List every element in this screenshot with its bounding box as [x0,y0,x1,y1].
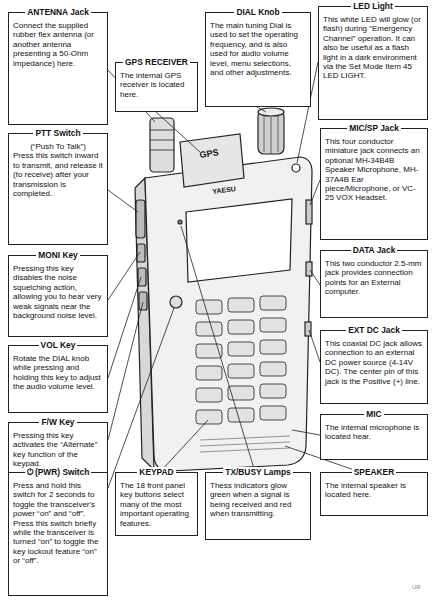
callout-heading: PTT Switch [33,128,82,138]
callout-heading: VOL Key [39,340,78,350]
callout-text: This white LED will glow (or flash) duri… [323,15,423,81]
heading-row: ANTENNA Jack [9,7,107,17]
heading-row: PTT Switch [9,128,107,138]
knob-groove [264,116,265,152]
callout-text: The 18 front panel key buttons select ma… [120,481,193,528]
callout-text: Press and hold this switch for 2 seconds… [13,481,103,566]
callout-box: PTT Switch(“Push To Talk”)Press this swi… [8,133,108,245]
callout-heading: DIAL Knob [234,7,281,17]
callout-text: This coaxial DC jack allows connection t… [325,339,423,386]
radio-body [135,108,312,471]
jack-rib [150,130,174,131]
keypad [196,296,286,424]
callout-box: DATA JackThis two conductor 2.5-mm jack … [320,250,428,318]
callout-heading: ⏻ (PWR) Switch [25,467,92,477]
callout-box: ANTENNA JackConnect the supplied rubber … [8,12,108,125]
callout-box: VOL KeyRotate the DIAL knob while pressi… [8,345,108,413]
moni-key [137,244,145,262]
callout-heading: MIC/SP Jack [347,123,401,133]
heading-row: MIC [321,409,427,419]
heading-row: MONI Key [9,250,107,260]
heading-row: LED Light [319,1,427,11]
callout-text: Rotate the DIAL knob while pressing and … [13,354,103,392]
callout-text: Pressing this key disables the noise squ… [13,264,103,320]
power-switch [170,296,182,308]
callout-heading: MIC [364,409,383,419]
heading-row: DIAL Knob [206,7,310,17]
heading-row: F/W Key [9,417,107,427]
heading-row: DATA Jack [321,245,427,255]
callout-text: Thess indicators glow green when a signa… [210,481,306,519]
jack-rib [150,150,174,151]
display [186,199,292,282]
tx-busy-lamp [178,220,182,224]
heading-row: EXT DC Jack [321,325,427,335]
radio-front [145,157,312,471]
callout-box: LED LightThis white LED will glow (or fl… [318,6,428,120]
watermark: UR [412,584,421,590]
callout-heading: KEYPAD [137,467,175,477]
callout-text: (“Push To Talk”) [13,142,103,151]
knob-groove [271,117,272,154]
heading-row: ⏻ (PWR) Switch [9,467,107,477]
ptt-switch [136,200,145,238]
callout-box: GPS RECEIVERThe internal GPS receiver is… [115,62,198,112]
knob-groove [278,116,279,152]
callout-text: The internal GPS receiver is located her… [120,71,193,99]
heading-row: KEYPAD [116,467,197,477]
heading-row: SPEAKER [321,467,427,477]
callout-box: MICThe internal microphone is located he… [320,414,428,460]
jack-rib [150,140,174,141]
callout-text: The main tuning Dial is used to set the … [210,21,306,77]
callout-heading: LED Light [351,1,395,11]
callout-heading: F/W Key [39,417,76,427]
mic-sp-jack [306,200,312,224]
callout-text: Pressing this key activates the “Alterna… [13,431,103,469]
heading-row: MIC/SP Jack [321,123,427,133]
heading-row: GPS RECEIVER [116,57,197,67]
callout-box: EXT DC JackThis coaxial DC jack allows c… [320,330,428,404]
callout-text: This four conductor miniature jack conne… [325,137,423,203]
knob-top [258,108,284,116]
heading-row: VOL Key [9,340,107,350]
gps-housing [180,134,244,187]
callout-heading: MONI Key [36,250,80,260]
callout-text: The internal microphone is located hear. [325,423,423,442]
callout-box: KEYPADThe 18 front panel key buttons sel… [115,472,198,536]
led [292,164,300,172]
callout-heading: GPS RECEIVER [123,57,190,67]
callout-heading: SPEAKER [352,467,397,477]
callout-text: Press this switch inward to transmit, an… [13,151,103,198]
callout-heading: TX/BUSY Lamps [223,467,292,477]
antenna-jack [150,118,174,172]
callout-box: SPEAKERThe internal speaker is located h… [320,472,428,516]
callout-box: MIC/SP JackThis four conductor miniature… [320,128,428,240]
callout-text: Connect the supplied rubber flex antenna… [13,21,103,68]
callout-box: TX/BUSY LampsThess indicators glow green… [205,472,311,540]
data-jack [306,262,312,276]
callout-box: MONI KeyPressing this key disables the n… [8,255,108,337]
heading-row: TX/BUSY Lamps [206,467,310,477]
callout-heading: DATA Jack [351,245,398,255]
callout-box: DIAL KnobThe main tuning Dial is used to… [205,12,311,107]
callout-text: This two conductor 2.5-mm jack provides … [325,259,423,297]
callout-text: The internal speaker is located here. [325,481,423,500]
callout-heading: EXT DC Jack [346,325,402,335]
callout-heading: ANTENNA Jack [25,7,91,17]
callout-box: ⏻ (PWR) SwitchPress and hold this switch… [8,472,108,596]
fw-key [139,292,147,310]
callout-box: F/W KeyPressing this key activates the “… [8,422,108,473]
